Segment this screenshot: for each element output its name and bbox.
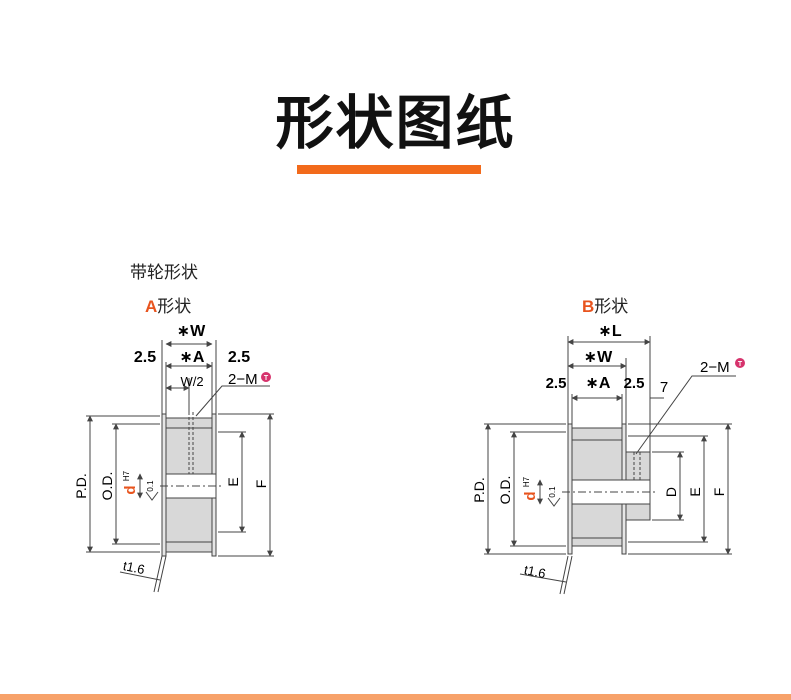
shape-a-d-label: d xyxy=(122,485,139,494)
shape-b-seven-label: 7 xyxy=(660,379,668,396)
shape-b-letter: B xyxy=(582,297,595,316)
shape-b-suffix: 形状 xyxy=(594,297,629,317)
shape-a-flange-left xyxy=(161,413,167,557)
shape-b-pd-label: P.D. xyxy=(471,477,487,502)
shape-a-h7-label: H7 xyxy=(122,470,131,481)
shape-b-dd-label: D xyxy=(663,487,679,497)
shape-b-drawing xyxy=(484,336,736,595)
shape-a-right-offset-label: 2.5 xyxy=(228,349,250,366)
pulley-shape-heading: 带轮形状 xyxy=(130,263,198,283)
shape-b-tap-label: 2−M xyxy=(700,359,730,376)
shape-a-od-label: O.D. xyxy=(99,472,115,501)
shape-a-pd-label: P.D. xyxy=(73,473,89,498)
title-underline xyxy=(297,165,481,174)
shape-b-tolerance-label: 0.1 xyxy=(548,486,557,498)
shape-a-thickness-label: t1.6 xyxy=(122,558,146,577)
shape-b-d-label: d xyxy=(522,491,539,500)
shape-b-od-label: O.D. xyxy=(497,476,513,505)
shape-a-half-w-label: W/2 xyxy=(180,374,203,389)
svg-text:T: T xyxy=(738,361,743,368)
shape-a-tap-label: 2−M xyxy=(228,371,258,388)
shape-b-thickness-label: t1.6 xyxy=(523,562,547,581)
shape-a-w-label: ∗W xyxy=(177,323,206,340)
shape-a-e-label: E xyxy=(225,477,241,486)
svg-text:T: T xyxy=(264,375,269,382)
shape-a-drawing xyxy=(86,340,274,593)
shape-b-tap-mark xyxy=(735,358,745,368)
shape-a-left-offset-label: 2.5 xyxy=(134,349,156,366)
shape-b-caption: B形状 xyxy=(582,292,628,317)
shape-b-l-label: ∗L xyxy=(598,323,621,340)
shape-b-f-label: F xyxy=(711,488,727,497)
shape-a-a-label: ∗A xyxy=(180,349,205,366)
shape-a-caption: A形状 xyxy=(145,292,191,317)
shape-a-f-label: F xyxy=(253,480,269,489)
shape-a-letter: A xyxy=(145,297,158,316)
shape-b-right-offset-label: 2.5 xyxy=(624,375,645,392)
bottom-accent-bar xyxy=(0,694,791,700)
page-title: 形状图纸 xyxy=(275,89,516,157)
shape-b-e-label: E xyxy=(687,487,703,496)
shape-a-tolerance-label: 0.1 xyxy=(146,480,155,492)
shape-b-left-offset-label: 2.5 xyxy=(546,375,567,392)
shape-a-tap-mark xyxy=(261,372,271,382)
shape-b-h7-label: H7 xyxy=(522,476,531,487)
shape-b-a-label: ∗A xyxy=(586,375,611,392)
shape-a-suffix: 形状 xyxy=(157,297,192,317)
shape-b-w-label: ∗W xyxy=(584,349,613,366)
shape-b-flange-left xyxy=(567,423,573,555)
